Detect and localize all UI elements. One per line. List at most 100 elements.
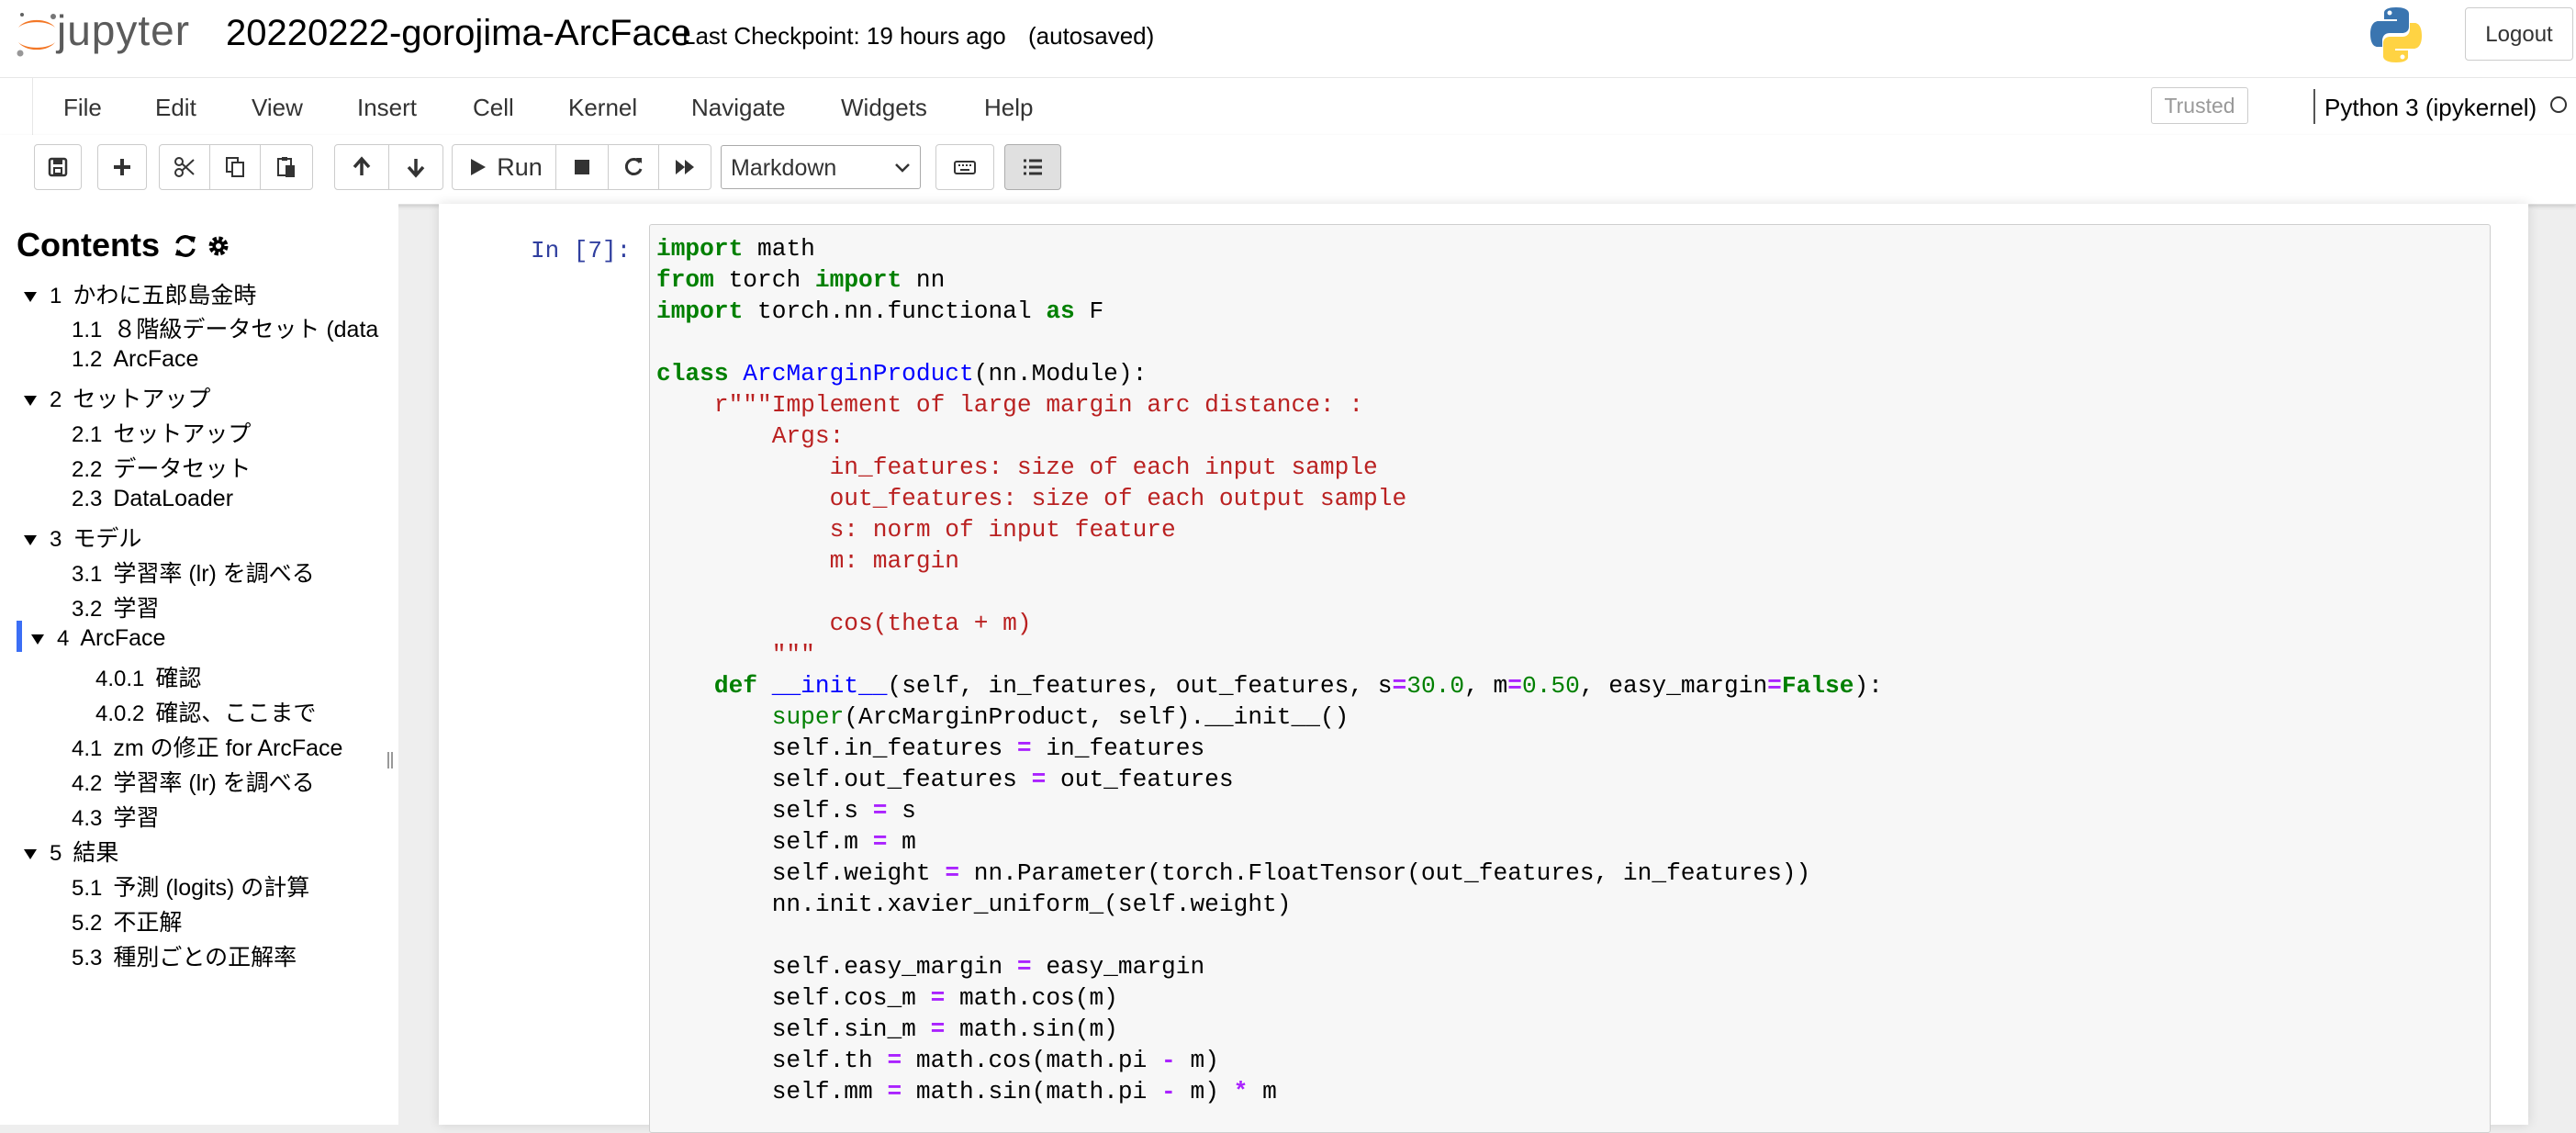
toc-item-label: 学習率 (lr) を調べる	[113, 770, 315, 796]
toc-toggle-button[interactable]	[1004, 144, 1061, 190]
toc-item-label: モデル	[73, 526, 142, 552]
toc-item-label: 不正解	[113, 910, 183, 936]
menu-kernel[interactable]: Kernel	[568, 94, 638, 121]
menu-view[interactable]: View	[252, 94, 303, 121]
run-button[interactable]: Run	[452, 144, 556, 190]
insert-cell-button[interactable]	[97, 144, 147, 190]
toc-item-number: 1.1	[72, 318, 103, 342]
toc-item[interactable]: 4.0.2 確認、ここまで	[95, 695, 316, 728]
toc-item-label: かわに五郎島金時	[73, 283, 257, 308]
run-button-label: Run	[497, 152, 543, 181]
kernel-separator	[2313, 89, 2315, 124]
toc-item-number: 3.2	[72, 597, 103, 622]
paste-button[interactable]	[260, 144, 313, 190]
caret-down-icon[interactable]	[24, 291, 37, 302]
toc-item-number: 5	[50, 841, 62, 866]
toc-item-label: データセット	[113, 456, 252, 482]
toc-item-number: 2.2	[72, 457, 103, 482]
toc-item[interactable]: 1.1 ８階級データセット (data	[72, 311, 378, 344]
restart-run-all-button[interactable]	[658, 144, 711, 190]
toc-item-label: ８階級データセット (data	[113, 317, 379, 342]
toc-item-number: 4	[57, 626, 70, 651]
paste-icon	[277, 157, 295, 177]
menu-navigate[interactable]: Navigate	[691, 94, 786, 121]
arrow-down-icon	[407, 159, 425, 178]
toc-item-number: 4.0.2	[95, 701, 145, 726]
gear-icon[interactable]	[206, 233, 231, 259]
code-cell-source[interactable]: import math from torch import nn import …	[656, 235, 1883, 1105]
menu-edit[interactable]: Edit	[155, 94, 196, 121]
menu-file[interactable]: File	[63, 94, 102, 121]
toc-item-number: 4.3	[72, 806, 103, 831]
save-button[interactable]	[34, 144, 82, 190]
toc-item[interactable]: 4.3 学習	[72, 800, 159, 833]
play-icon	[471, 159, 487, 175]
sidebar-resize-handle[interactable]	[387, 752, 393, 768]
cut-button[interactable]	[159, 144, 210, 190]
python-logo-icon	[2370, 7, 2422, 62]
toc-item-label: 確認、ここまで	[155, 701, 317, 726]
code-cell-editor[interactable]	[649, 224, 2491, 1133]
caret-down-icon[interactable]	[24, 395, 37, 406]
command-palette-button[interactable]	[935, 144, 994, 190]
toc-item-label: 種別ごとの正解率	[113, 945, 297, 970]
toc-item[interactable]: 3 モデル	[24, 521, 141, 554]
toc-item-label: zm の修正 for ArcFace	[113, 735, 343, 761]
caret-down-icon[interactable]	[24, 848, 37, 859]
toc-item-number: 1.2	[72, 347, 103, 372]
copy-button[interactable]	[209, 144, 261, 190]
toc-item-label: 結果	[73, 840, 119, 866]
copy-icon	[226, 157, 244, 177]
jupyter-logo-icon[interactable]	[9, 7, 64, 62]
caret-down-icon[interactable]	[31, 634, 44, 645]
toc-item-number: 4.1	[72, 736, 103, 761]
toc-item[interactable]: 1 かわに五郎島金時	[24, 277, 256, 310]
toc-item[interactable]: 4.1 zm の修正 for ArcFace	[72, 730, 342, 763]
toc-item-number: 2.3	[72, 487, 103, 511]
menu-widgets[interactable]: Widgets	[841, 94, 927, 121]
menu-help[interactable]: Help	[984, 94, 1034, 121]
menubar: File Edit View Insert Cell Kernel Naviga…	[0, 78, 2576, 135]
toc-item[interactable]: 3.2 学習	[72, 590, 159, 623]
toc-item-number: 2	[50, 387, 62, 412]
move-down-button[interactable]	[388, 144, 443, 190]
toc-item-label: 学習	[113, 596, 160, 622]
toc-item-label: 学習	[113, 805, 160, 831]
autosave-status: (autosaved)	[1028, 22, 1155, 50]
menu-cell[interactable]: Cell	[473, 94, 514, 121]
jupyter-logo-text[interactable]: jupyter	[57, 6, 191, 54]
notebook-title[interactable]: 20220222-gorojima-ArcFace	[226, 13, 691, 53]
cell-type-select[interactable]: Markdown	[721, 145, 921, 189]
trusted-indicator[interactable]: Trusted	[2151, 87, 2248, 124]
menubar-container: File Edit View Insert Cell Kernel Naviga…	[32, 78, 2576, 135]
toc-active-indicator	[17, 621, 22, 652]
menu-insert[interactable]: Insert	[357, 94, 418, 121]
kernel-name[interactable]: Python 3 (ipykernel)	[2324, 94, 2537, 121]
toc-item[interactable]: 5 結果	[24, 835, 118, 868]
toc-item[interactable]: 2.2 データセット	[72, 451, 251, 484]
restart-button[interactable]	[608, 144, 659, 190]
save-icon	[48, 157, 68, 177]
toc-item-number: 3.1	[72, 562, 103, 587]
toc-item-number: 3	[50, 527, 62, 552]
refresh-icon[interactable]	[173, 233, 198, 259]
toc-item-number: 5.1	[72, 876, 103, 901]
stop-icon	[575, 160, 589, 174]
toc-item-number: 1	[50, 284, 62, 308]
logout-button[interactable]: Logout	[2465, 7, 2573, 61]
toc-item-number: 4.0.1	[95, 667, 145, 691]
interrupt-button[interactable]	[555, 144, 609, 190]
move-up-button[interactable]	[334, 144, 389, 190]
caret-down-icon[interactable]	[24, 534, 37, 545]
